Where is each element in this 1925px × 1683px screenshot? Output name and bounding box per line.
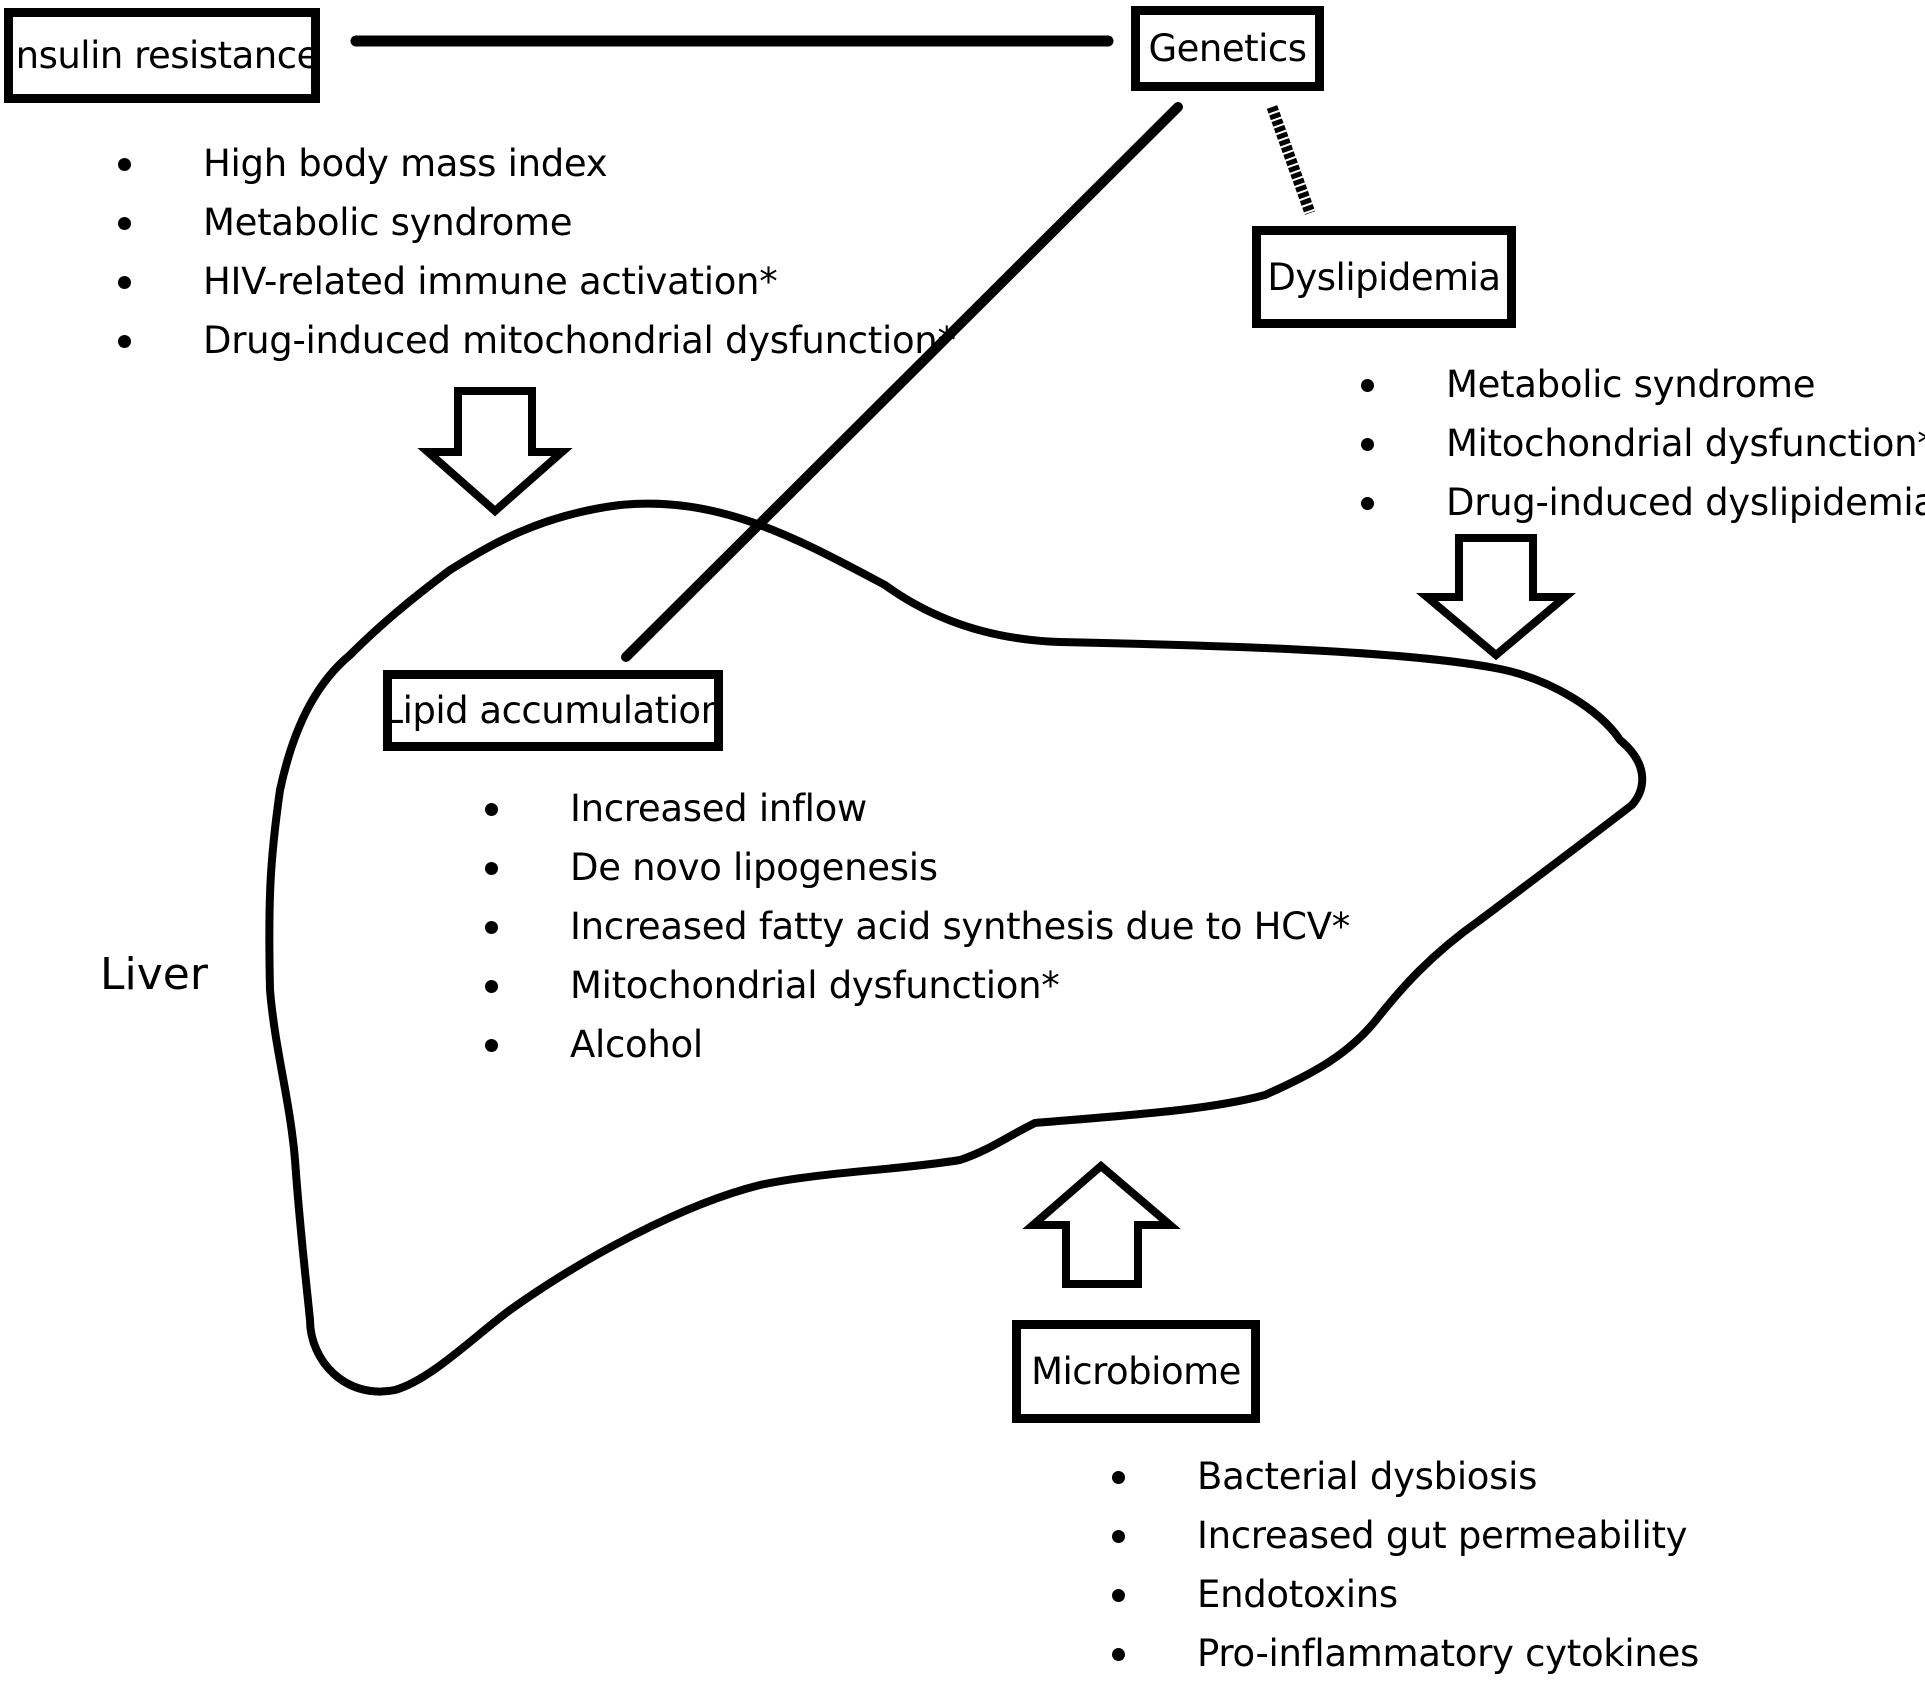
bullet-icon [485,803,498,816]
connector-genetics-dyslipidemia [1266,105,1316,215]
bullet-icon [1361,438,1374,451]
node-insulin-resistance: Insulin resistance [4,8,320,103]
node-lipid-accumulation: Lipid accumulation [382,670,724,751]
bullet-icon [118,335,131,348]
node-dyslipidemia: Dyslipidemia [1252,226,1516,328]
bullet-icon [1361,497,1374,510]
bullet-icon [1112,1471,1125,1484]
bullet-icon [118,158,131,171]
node-genetics-label: Genetics [1148,27,1307,70]
bullet-icon [485,921,498,934]
node-genetics: Genetics [1131,6,1324,91]
node-dyslipidemia-label: Dyslipidemia [1267,255,1501,299]
bullet-icon [1112,1589,1125,1602]
node-microbiome: Microbiome [1012,1320,1260,1423]
arrow-dyslipidemia-to-liver [1416,534,1576,661]
node-microbiome-label: Microbiome [1031,1350,1241,1393]
bullet-icon [485,980,498,993]
arrow-insulin-to-liver [417,387,573,517]
bullet-icon [118,276,131,289]
bullet-icon [1112,1530,1125,1543]
bullet-icon [485,862,498,875]
liver-label: Liver [100,949,208,1000]
bullet-icon [485,1039,498,1052]
arrow-microbiome-to-liver [1022,1160,1181,1288]
bullet-icon [1361,379,1374,392]
liver-outline [265,499,1647,1396]
node-lipid-accumulation-label: Lipid accumulation [382,689,724,732]
connector-genetics-lipid [621,102,1183,662]
bullet-icon [118,217,131,230]
bullet-icon [1112,1648,1125,1661]
node-insulin-resistance-label: Insulin resistance [5,34,319,77]
